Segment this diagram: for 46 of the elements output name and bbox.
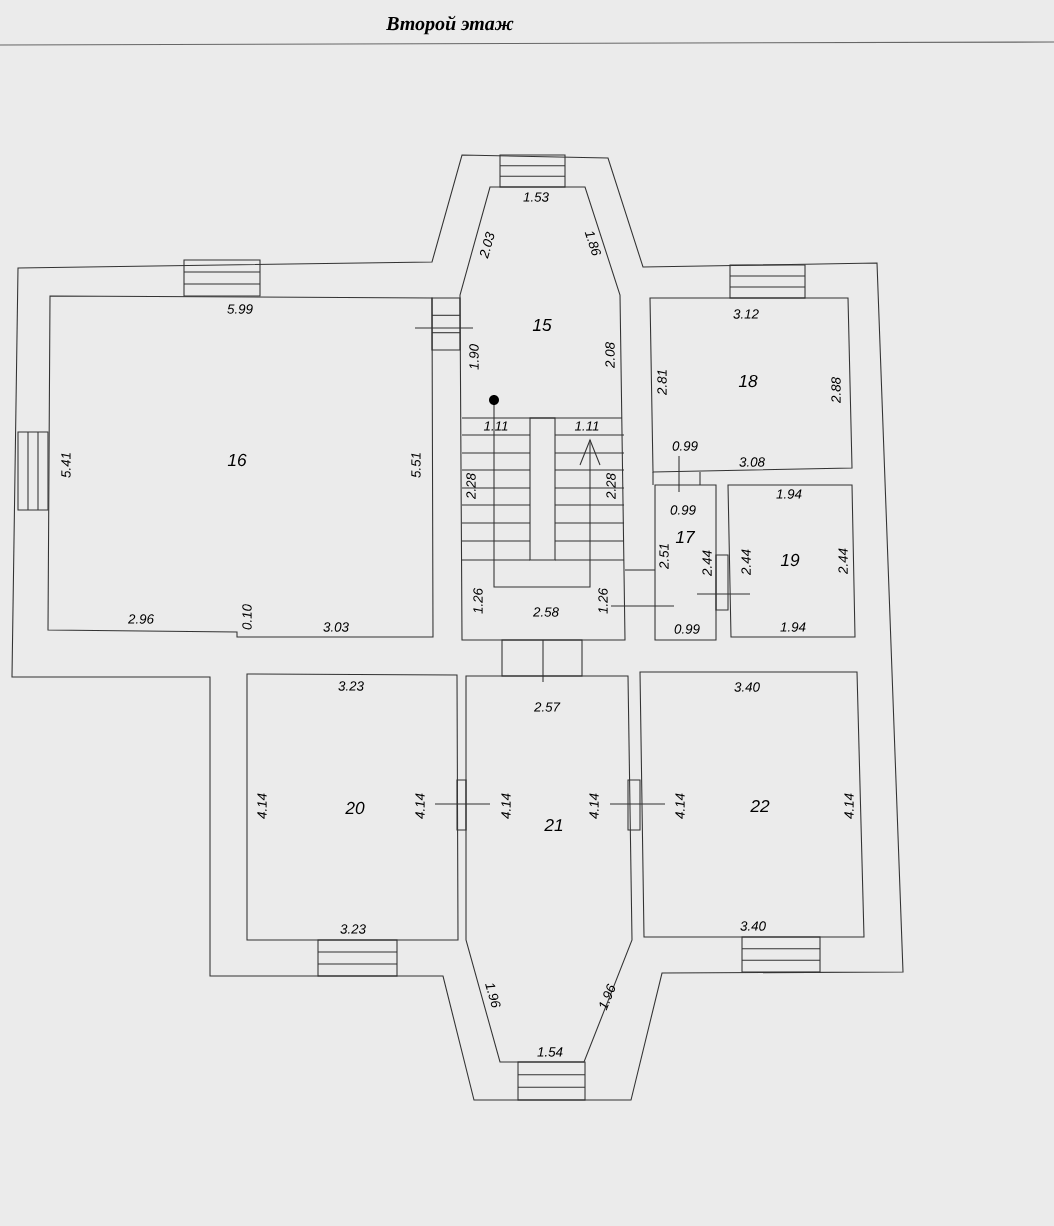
dimension-label: 5.99 [227, 304, 253, 314]
title: Второй этаж [386, 15, 514, 35]
dimension-label: 2.28 [466, 473, 476, 500]
dimension-label: 0.99 [672, 441, 698, 451]
dimension-label: 3.03 [323, 622, 349, 632]
dimension-label: 4.14 [501, 793, 511, 819]
dimension-label: 4.14 [257, 793, 267, 819]
dimension-label: 2.28 [606, 473, 616, 500]
dimension-label: 3.40 [734, 682, 760, 692]
dimension-label: 1.94 [776, 489, 802, 499]
dimension-label: 2.44 [702, 550, 712, 577]
dimension-label: 3.08 [739, 457, 765, 467]
dimension-label: 3.23 [338, 681, 364, 691]
dimension-label: 1.54 [537, 1047, 563, 1057]
dimension-label: 4.14 [844, 793, 854, 819]
dimension-label: 1.11 [483, 421, 508, 431]
dimension-label: 2.96 [127, 614, 154, 624]
dimension-label: 2.81 [657, 370, 667, 396]
dimension-label: 1.94 [780, 622, 806, 632]
dimension-label: 2.44 [838, 548, 848, 575]
dimension-label: 2.51 [659, 544, 669, 570]
dimension-label: 0.10 [242, 604, 252, 630]
dimension-label: 3.12 [733, 309, 759, 319]
dimension-label: 4.14 [415, 793, 425, 819]
dimension-label: 1.96 [599, 983, 615, 1011]
dimension-label: 3.23 [340, 924, 366, 934]
dimension-label: 1.53 [523, 192, 549, 202]
dimension-label: 1.11 [574, 421, 599, 431]
dimension-label: 4.14 [589, 793, 599, 819]
dimension-label: 1.86 [584, 231, 601, 256]
dimension-label: 3.40 [740, 921, 766, 931]
dimension-label: 1.96 [485, 983, 501, 1008]
dimension-label: 2.58 [532, 607, 559, 617]
dimension-label: 5.41 [61, 453, 71, 478]
dimension-label: 1.26 [473, 588, 483, 614]
dimension-label: 2.44 [741, 549, 751, 576]
dimension-label: 0.99 [674, 624, 700, 634]
dimension-label: 5.51 [411, 453, 421, 478]
dimension-label: 4.14 [675, 793, 685, 819]
dimension-label: 1.26 [598, 588, 608, 614]
dimension-label: 2.03 [480, 231, 495, 259]
dimension-label: 1.90 [469, 344, 479, 370]
dimension-label: 0.99 [670, 505, 696, 515]
dimension-label: 2.88 [831, 377, 841, 404]
dimension-label: 2.57 [533, 702, 561, 712]
dimension-label: 2.08 [605, 342, 615, 369]
